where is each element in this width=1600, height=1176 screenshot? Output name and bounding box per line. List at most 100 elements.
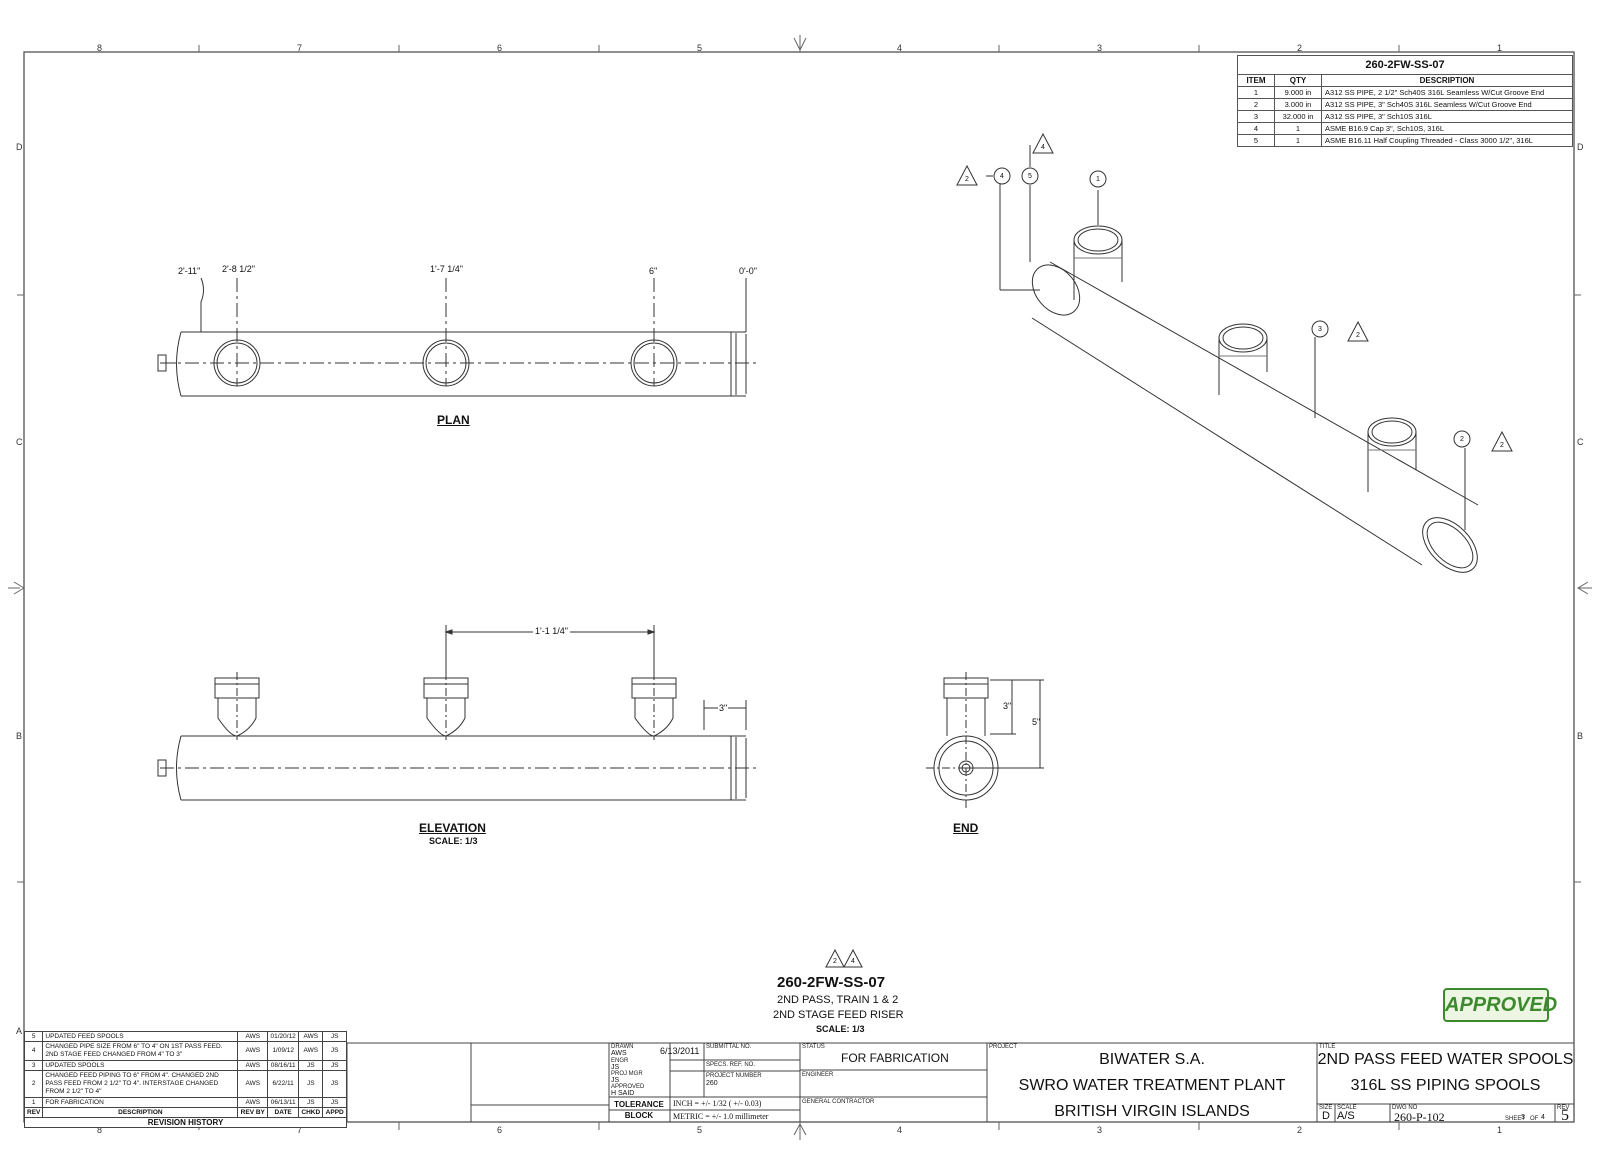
rev-date: 01/20/12 [267,1031,300,1042]
project-line-3: BRITISH VIRGIN ISLANDS [1054,1103,1250,1120]
zone-col-6: 6 [497,43,503,53]
zone-row-d-right: D [1577,142,1584,152]
bom-header-item: ITEM [1237,74,1275,87]
sheet-label: SHEET [1505,1116,1526,1122]
general-contractor-label: GENERAL CONTRACTOR [802,1099,875,1105]
project-label: PROJECT [989,1044,1018,1050]
zone-row-a: A [16,1026,23,1036]
end-dim-3: 3" [1003,701,1012,711]
plan-dim-2-8-half: 2'-8 1/2" [222,264,255,274]
bom-row: 4 1 ASME B16.9 Cap 3", Sch10S, 316L [1237,122,1573,135]
iso-triangle-2-left-text: 2 [965,176,969,183]
proj-mgr-value: JS [611,1077,620,1084]
zone-col-6-bottom: 6 [497,1125,503,1135]
iso-branch-2 [1218,323,1268,395]
bom-row: 2 3.000 in A312 SS PIPE, 3" Sch40S 316L … [1237,98,1573,111]
iso-triangle-4-text: 4 [1041,144,1045,151]
specs-label: SPECS. REF. NO. [706,1062,756,1068]
project-number-value: 260 [706,1080,718,1087]
zone-col-4-bottom: 4 [897,1125,903,1135]
bom-description: A312 SS PIPE, 3" Sch40S 316L Seamless W/… [1321,98,1573,111]
engr-label: ENGR [611,1058,629,1064]
revision-row: 3 UPDATED SPOOLS AWS 08/16/11 JS JS [23,1060,347,1071]
zone-col-1: 1 [1497,43,1503,53]
bom-item: 5 [1237,134,1275,147]
iso-balloon-1-text: 1 [1096,176,1100,183]
iso-balloon-3-text: 3 [1318,326,1322,333]
rev-date: 6/22/11 [267,1070,300,1098]
rev-description: FOR FABRICATION [42,1097,239,1108]
bom-qty: 1 [1274,122,1322,135]
zone-row-c-right: C [1577,437,1584,447]
spool-triangle-2-text: 2 [833,958,837,965]
rev-header-by: REV BY [237,1107,269,1118]
zone-row-d: D [16,142,23,152]
rev-by: AWS [237,1070,269,1098]
zone-col-8: 8 [97,43,103,53]
tolerance-metric: METRIC = +/- 1.0 millimeter [673,1112,769,1121]
iso-branch-1 [1073,225,1123,300]
bill-of-materials: 260-2FW-SS-07 ITEM QTY DESCRIPTION 1 9.0… [1237,55,1573,147]
elevation-view-geometry [157,625,760,801]
approved-label: APPROVED [611,1084,645,1090]
rev-header-chkd: CHKD [298,1107,324,1118]
approved-stamp: APPROVED [1443,988,1557,1022]
zone-row-c: C [16,437,23,447]
engineer-label: ENGINEER [802,1072,834,1078]
spool-scale: SCALE: 1/3 [816,1024,865,1034]
zone-col-3-bottom: 3 [1097,1125,1103,1135]
zone-col-7-bottom: 7 [297,1125,303,1135]
title-label: TITLE [1319,1044,1336,1050]
iso-triangle-2-mid-text: 2 [1356,332,1360,339]
iso-branch-3 [1367,417,1417,492]
rev-date: 08/16/11 [267,1060,300,1071]
bom-qty: 1 [1274,134,1322,147]
rev-header-rev: REV [23,1107,44,1118]
plan-dim-2-11: 2'-11" [178,266,201,276]
spool-line-1: 2ND PASS, TRAIN 1 & 2 [777,994,899,1006]
size-label: SIZE [1319,1105,1333,1111]
rev-chkd: JS [298,1070,324,1098]
rev-by: AWS [237,1041,269,1061]
plan-view-label: PLAN [437,413,470,427]
size-value: D [1322,1110,1330,1122]
scale-value: A/S [1337,1110,1355,1122]
rev-description: UPDATED FEED SPOOLS [42,1031,239,1042]
rev-by: AWS [237,1097,269,1108]
rev-chkd: JS [298,1097,324,1108]
bom-item: 2 [1237,98,1275,111]
rev-number: 4 [23,1041,44,1061]
bom-item: 1 [1237,86,1275,99]
drawing-title-line-1: 2ND PASS FEED WATER SPOOLS [1317,1051,1574,1068]
iso-balloon-5-text: 5 [1028,173,1032,180]
rev-appd: JS [322,1070,347,1098]
bom-qty: 3.000 in [1274,98,1322,111]
elevation-scale: SCALE: 1/3 [429,836,478,846]
plan-view-geometry [157,277,760,397]
revision-row: 2 CHANGED FEED PIPING TO 6" FROM 4". CHA… [23,1070,347,1098]
elevation-dim-spacing: 1'-1 1/4" [533,626,570,636]
zone-col-8-bottom: 8 [97,1125,103,1135]
rev-by: AWS [237,1060,269,1071]
zone-ticks [8,35,1592,1140]
revision-header-row: REV DESCRIPTION REV BY DATE CHKD APPD [23,1107,347,1118]
bom-item: 4 [1237,122,1275,135]
iso-triangle-2-right-text: 2 [1500,442,1504,449]
dwg-no-label: DWG NO [1392,1105,1418,1111]
drawn-date: 6/13/2011 [660,1046,700,1056]
rev-number: 3 [23,1060,44,1071]
rev-appd: JS [322,1097,347,1108]
rev-chkd: AWS [298,1031,324,1042]
end-dim-5: 5" [1032,717,1041,727]
revision-row: 5 UPDATED FEED SPOOLS AWS 01/20/12 AWS J… [23,1031,347,1042]
iso-balloon-4-text: 4 [1000,173,1004,180]
bom-qty: 32.000 in [1274,110,1322,123]
zone-row-b: B [16,731,23,741]
project-line-2: SWRO WATER TREATMENT PLANT [1018,1077,1286,1094]
rev-description: CHANGED PIPE SIZE FROM 6" TO 4" ON 1ST P… [42,1041,239,1061]
rev-number: 2 [23,1070,44,1098]
submittal-label: SUBMITTAL NO. [706,1044,752,1050]
bom-qty: 9.000 in [1274,86,1322,99]
spool-tag: 260-2FW-SS-07 [777,974,886,991]
